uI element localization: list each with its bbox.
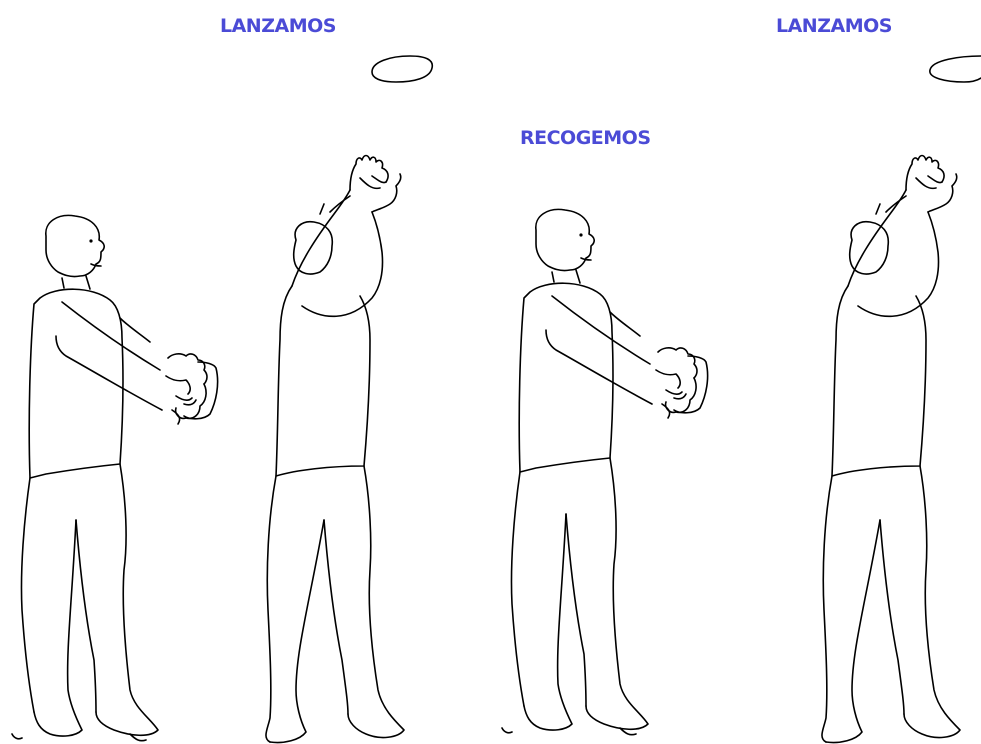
ball-2 [930, 56, 981, 82]
figure-1-holding-ball [12, 215, 218, 740]
figure-3-catching [502, 209, 708, 734]
figure-2-throwing [266, 156, 404, 743]
figure-4-throwing [822, 156, 960, 743]
ball-1 [372, 56, 432, 82]
